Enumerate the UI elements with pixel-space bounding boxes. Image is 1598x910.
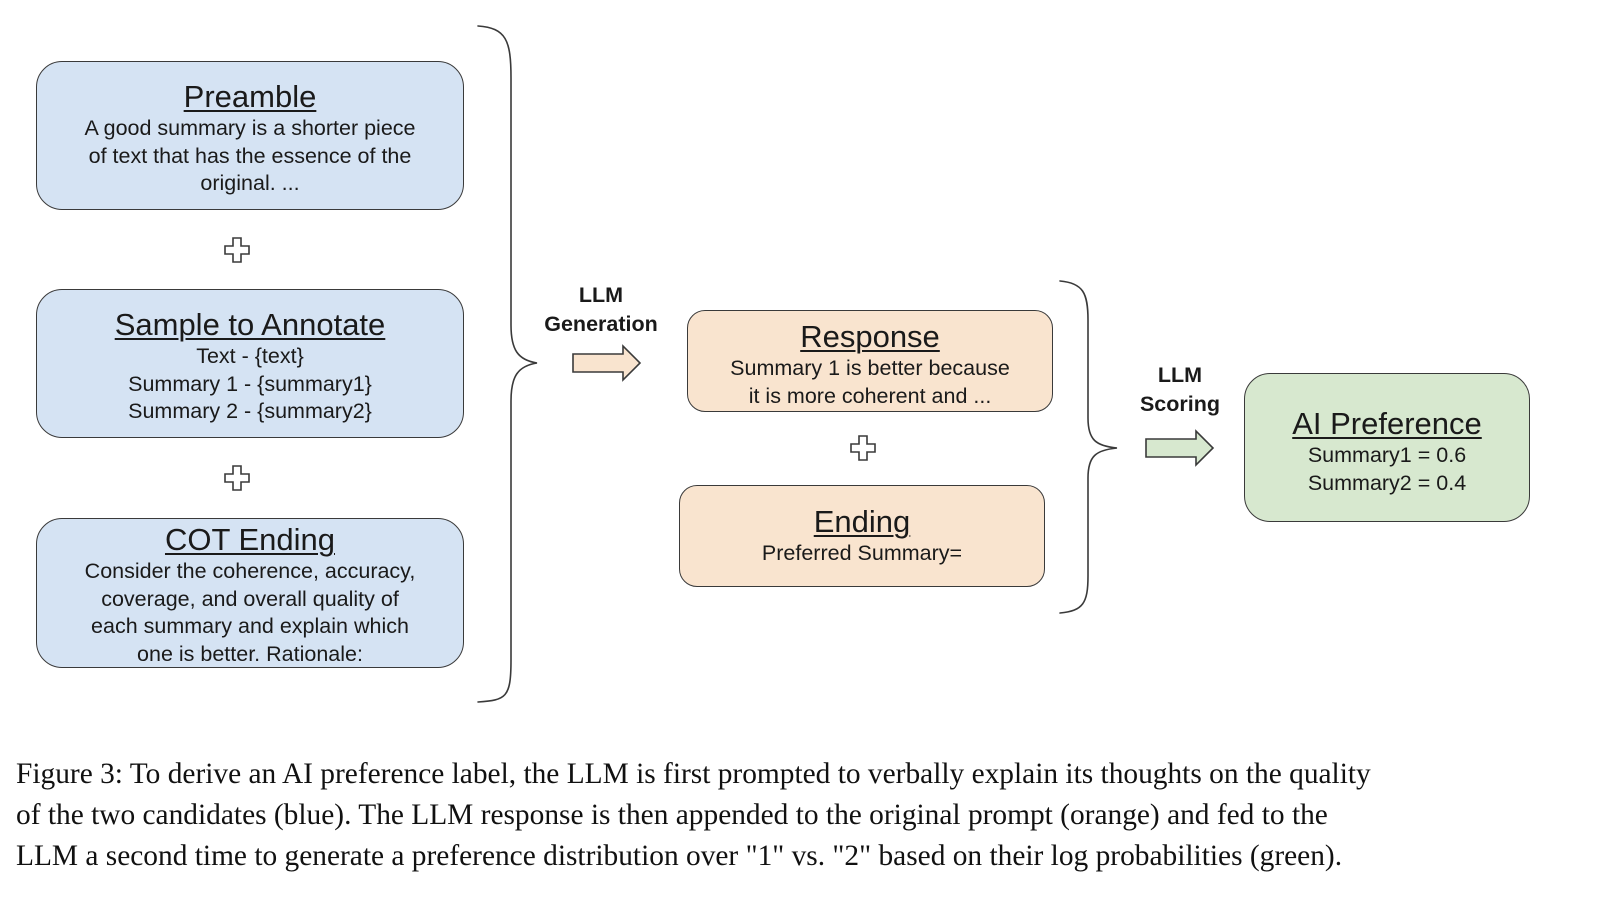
- cot-ending-title: COT Ending: [164, 522, 335, 557]
- response-box: Response Summary 1 is better because it …: [687, 310, 1053, 412]
- response-title: Response: [800, 319, 940, 354]
- cot-ending-line: each summary and explain which: [91, 614, 409, 638]
- preamble-line: original. ...: [200, 171, 300, 195]
- response-line: it is more coherent and ...: [748, 383, 992, 408]
- left-brace-icon: [477, 25, 538, 703]
- caption-line: Figure 3: To derive an AI preference lab…: [16, 758, 1371, 790]
- cot-ending-line: one is better. Rationale:: [137, 641, 363, 666]
- llm-scoring-label: LLM Scoring: [1139, 363, 1221, 416]
- ending-title: Ending: [813, 504, 911, 539]
- cot-ending-line: coverage, and overall quality of: [101, 586, 399, 611]
- scoring-arrow-icon: [1145, 429, 1215, 467]
- figure-caption: Figure 3: To derive an AI preference lab…: [16, 754, 1586, 877]
- plus-icon-3: [850, 435, 876, 461]
- cot-ending-line: Consider the coherence, accuracy,: [84, 559, 416, 583]
- preamble-line: of text that has the essence of the: [88, 143, 412, 168]
- ending-line: Preferred Summary=: [761, 541, 963, 565]
- middle-brace-icon: [1059, 280, 1118, 614]
- response-line: Summary 1 is better because: [730, 356, 1010, 380]
- ai-preference-line: Summary2 = 0.4: [1307, 470, 1467, 495]
- preamble-title: Preamble: [183, 79, 317, 114]
- preamble-line: A good summary is a shorter piece: [84, 116, 416, 140]
- sample-line: Summary 2 - {summary2}: [128, 399, 372, 423]
- ai-preference-box: AI Preference Summary1 = 0.6 Summary2 = …: [1244, 373, 1530, 522]
- llm-generation-label: LLM Generation: [544, 283, 658, 336]
- plus-icon-2: [224, 465, 250, 491]
- ending-box: Ending Preferred Summary=: [679, 485, 1045, 587]
- generation-arrow-icon: [572, 344, 642, 382]
- sample-box: Sample to Annotate Text - {text} Summary…: [36, 289, 464, 438]
- sample-title: Sample to Annotate: [114, 307, 386, 342]
- cot-ending-box: COT Ending Consider the coherence, accur…: [36, 518, 464, 668]
- plus-icon-1: [224, 237, 250, 263]
- caption-line: of the two candidates (blue). The LLM re…: [16, 799, 1328, 831]
- diagram-connectors: [224, 25, 1215, 703]
- preamble-box: Preamble A good summary is a shorter pie…: [36, 61, 464, 210]
- sample-line: Text - {text}: [196, 344, 304, 368]
- sample-line: Summary 1 - {summary1}: [128, 371, 372, 396]
- caption-line: LLM a second time to generate a preferen…: [16, 840, 1343, 872]
- ai-preference-line: Summary1 = 0.6: [1307, 443, 1467, 467]
- ai-preference-title: AI Preference: [1292, 406, 1482, 441]
